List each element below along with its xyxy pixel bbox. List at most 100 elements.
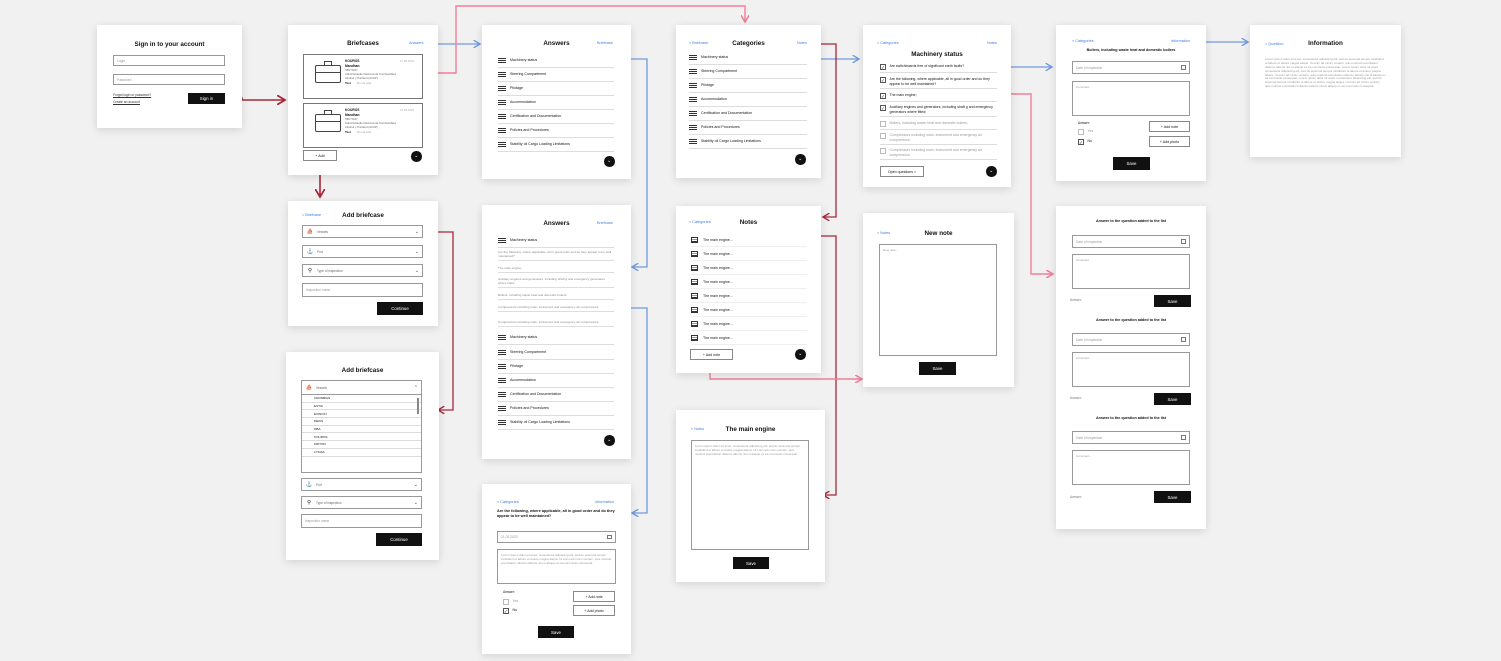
question-row[interactable]: Auxiliary engines and generators, includ… (498, 277, 614, 288)
menu-item[interactable]: Steering Compartment (498, 346, 614, 360)
briefcase-card[interactable]: KOUROS 17.09.2023 Mandhan SBV 5347 Admin… (303, 54, 423, 99)
information-link[interactable]: Information (1171, 39, 1190, 43)
add-note-button[interactable]: + Add note (690, 349, 733, 360)
open-questions-button[interactable]: Open questions > (880, 166, 924, 177)
menu-item[interactable]: Pilotage (498, 82, 614, 96)
menu-item[interactable]: Policies and Procedures (498, 402, 614, 416)
menu-item[interactable]: Machinery status (498, 54, 614, 68)
no-checkbox[interactable]: ✓No (503, 608, 517, 616)
save-button[interactable]: Save (919, 362, 956, 375)
note-row[interactable]: The main engine... (691, 289, 807, 304)
question-row[interactable]: Are the following, where applicable, all… (498, 250, 614, 261)
note-row[interactable]: The main engine... (691, 331, 807, 346)
dropdown-item[interactable]: OBA (302, 426, 421, 434)
note-row[interactable]: The main engine... (691, 275, 807, 290)
menu-item[interactable]: Steering Compartment (689, 65, 807, 79)
vessels-dropdown[interactable]: CRONBIAS ESTIA EVINOXI PEKIS OBA KOUROS … (301, 395, 422, 473)
add-note-button[interactable]: + Add note (1149, 121, 1190, 132)
menu-item[interactable]: Accommodation (689, 93, 807, 107)
comment-field[interactable]: Comment... (1072, 352, 1190, 387)
save-button[interactable]: Save (1113, 157, 1150, 170)
briefcase-card[interactable]: KOUROS 17.09.2023 Mandhan SBV 5347 Admin… (303, 103, 423, 148)
question-checkbox[interactable]: ✓The main engine; (880, 93, 997, 102)
save-button[interactable]: Save (538, 626, 574, 638)
vessels-select[interactable]: ⛵Vessels⌃ (301, 380, 422, 395)
menu-item[interactable]: Policies and Procedures (498, 124, 614, 138)
menu-item[interactable]: Policies and Procedures (689, 121, 807, 135)
question-checkbox[interactable]: Boilers, including waste heat and domest… (880, 121, 997, 130)
port-select[interactable]: ⚓Port⌄ (301, 478, 422, 491)
save-button[interactable]: Save (1154, 491, 1191, 503)
information-link[interactable]: Information (595, 500, 614, 504)
menu-item[interactable]: Certification and Documentation (498, 388, 614, 402)
menu-item[interactable]: Pilotage (689, 79, 807, 93)
question-row[interactable]: The main engine; (498, 266, 614, 273)
menu-item[interactable]: Machinery status (498, 331, 614, 345)
scroll-down-button[interactable]: ⌄ (411, 151, 422, 162)
question-checkbox[interactable]: ✓Are the following, where applicable, al… (880, 77, 997, 90)
inspection-type-select[interactable]: ⚲Type of inspection⌄ (302, 264, 423, 277)
menu-item[interactable]: Machinery status (689, 51, 807, 65)
note-row[interactable]: The main engine... (691, 261, 807, 276)
scroll-down-button[interactable]: ⌄ (795, 154, 806, 165)
date-field[interactable]: Date of inspection (1072, 61, 1190, 74)
new-note-field[interactable]: New note... (879, 244, 997, 356)
question-row[interactable]: Compressors including main, instrument a… (498, 305, 614, 312)
password-field[interactable]: Password (113, 74, 225, 85)
scroll-down-button[interactable]: ⌄ (795, 349, 806, 360)
menu-item[interactable]: Certification and Documentation (689, 107, 807, 121)
create-account-link[interactable]: Create an account (113, 100, 140, 104)
comment-field[interactable]: Comment... (1072, 81, 1190, 116)
inspection-type-select[interactable]: ⚲Type of inspection⌄ (301, 496, 422, 509)
dropdown-item[interactable]: KOUROS (302, 433, 421, 442)
vessels-select[interactable]: ⛵Vessels⌄ (302, 225, 423, 238)
briefcase-link[interactable]: Briefcase (597, 221, 613, 225)
question-checkbox[interactable]: Compressors including main, instrument a… (880, 148, 997, 161)
comment-field[interactable]: Lorem ipsum dolor sit amet, consectetur … (497, 549, 616, 584)
comment-field[interactable]: Comment... (1072, 450, 1190, 485)
briefcase-link[interactable]: Briefcase (597, 41, 613, 45)
date-field[interactable]: Date of inspection (1072, 431, 1190, 444)
save-button[interactable]: Save (1154, 393, 1191, 405)
date-field[interactable]: Date of inspection (1072, 235, 1190, 248)
menu-item[interactable]: Certification and Documentation (498, 110, 614, 124)
add-photo-button[interactable]: + Add photo (1149, 136, 1190, 147)
back-link[interactable]: < Briefcase (689, 41, 709, 45)
dropdown-item[interactable]: ESTIA (302, 403, 421, 411)
note-text[interactable]: Lorem ipsum dolor sit amet, consectetur … (691, 440, 809, 550)
back-link[interactable]: < Notes (691, 427, 705, 431)
answers-link[interactable]: Answers (409, 41, 424, 45)
signin-button[interactable]: Sign in (188, 93, 225, 104)
note-row[interactable]: The main engine... (691, 233, 807, 248)
inspection-name-field[interactable]: Inspection name (301, 514, 422, 528)
note-row[interactable]: The main engine... (691, 317, 807, 332)
back-link[interactable]: < Question (1265, 42, 1284, 46)
question-row[interactable]: Compressors including main, instrument a… (498, 320, 614, 327)
back-link[interactable]: < Briefcase (302, 213, 322, 217)
dropdown-item[interactable]: KRITON (302, 441, 421, 449)
no-checkbox[interactable]: ✓No (1078, 139, 1092, 147)
login-field[interactable]: Login (113, 55, 225, 66)
yes-checkbox[interactable]: Yes (503, 599, 518, 607)
date-field[interactable]: 21.03.2023 (497, 531, 616, 543)
notes-link[interactable]: Notes (987, 41, 997, 45)
menu-item[interactable]: Stability oil Cargo Loading Limitations (498, 416, 614, 430)
date-field[interactable]: Date of inspection (1072, 333, 1190, 346)
menu-item[interactable]: Stability oil Cargo Loading Limitations (498, 138, 614, 152)
dropdown-item[interactable]: CRONBIAS (302, 395, 421, 403)
comment-field[interactable]: Comment... (1072, 254, 1190, 289)
question-row[interactable]: Boilers, including waste heat and domest… (498, 293, 614, 300)
question-checkbox[interactable]: ✓Are switchboards free of significant ea… (880, 64, 997, 73)
continue-button[interactable]: Continue (376, 533, 422, 546)
inspection-name-field[interactable]: Inspection name (302, 283, 423, 297)
menu-item[interactable]: Machinery status (498, 234, 614, 248)
back-link[interactable]: < Categories (877, 41, 899, 45)
back-link[interactable]: < Categories (497, 500, 519, 504)
menu-item[interactable]: Steering Compartment (498, 68, 614, 82)
menu-item[interactable]: Stability oil Cargo Loading Limitations (689, 135, 807, 149)
dropdown-item[interactable]: EVINOXI (302, 410, 421, 419)
back-link[interactable]: < Categories (689, 220, 711, 224)
yes-checkbox[interactable]: Yes (1078, 129, 1093, 137)
back-link[interactable]: < Categories (1072, 39, 1094, 43)
menu-item[interactable]: Accommodation (498, 374, 614, 388)
